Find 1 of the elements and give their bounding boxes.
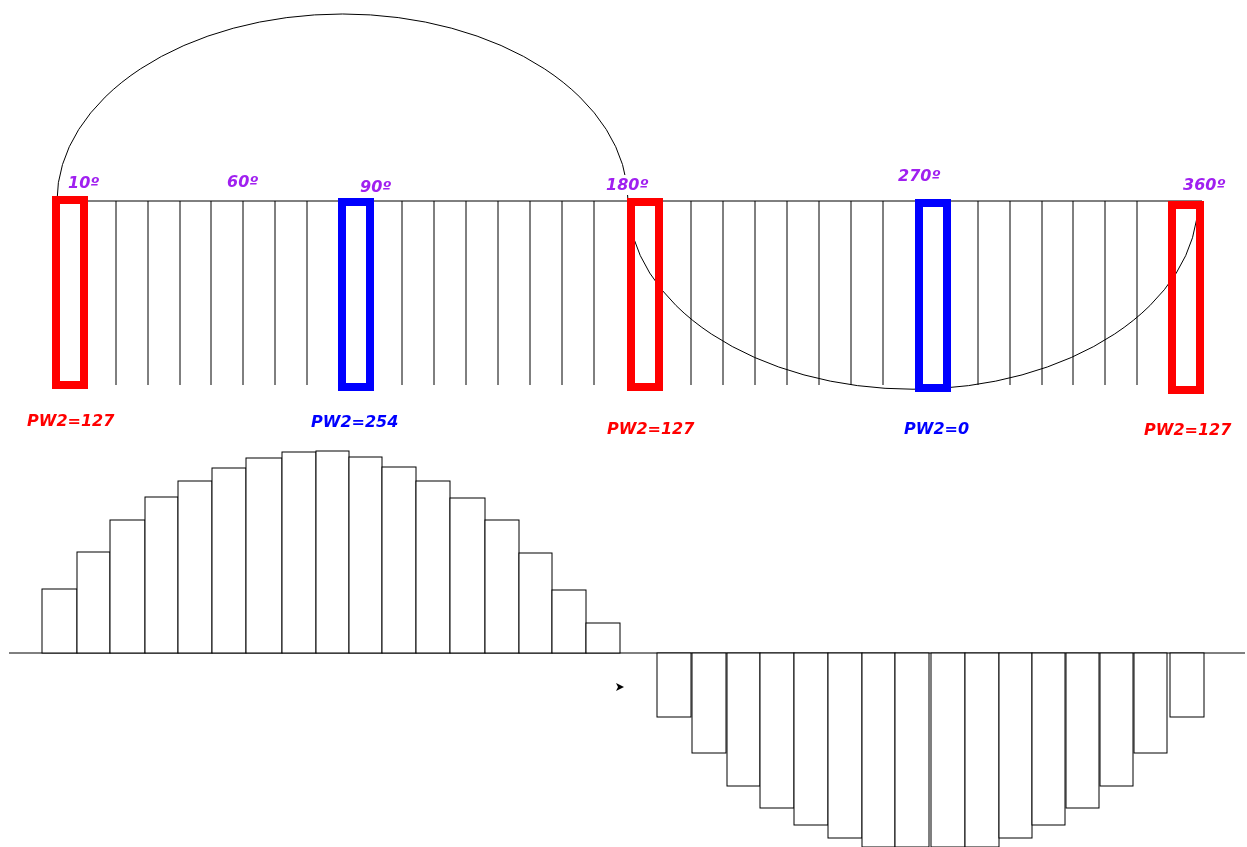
angle-label: 180º [606,175,649,195]
